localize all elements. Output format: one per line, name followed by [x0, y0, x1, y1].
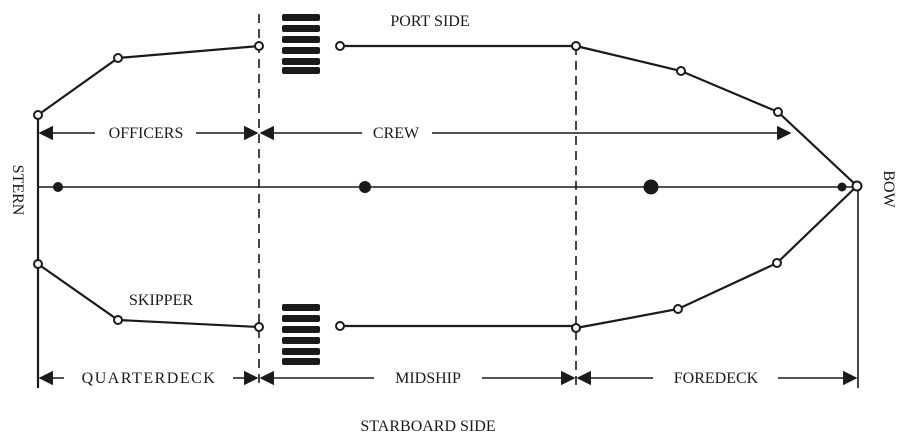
foredeck-label: FOREDECK: [674, 370, 759, 387]
quarterdeck-label: QUARTERDECK: [82, 370, 217, 387]
hull-point: [254, 322, 264, 332]
hull-point: [113, 315, 123, 325]
starboard-gangway-icon: [282, 304, 320, 365]
hull-port-bow-section: [575, 44, 858, 187]
centerline-point-stern: [53, 182, 63, 192]
hull-point: [673, 304, 683, 314]
hull-point: [772, 258, 782, 268]
port-side-label: PORT SIDE: [390, 13, 469, 30]
crew-label: CREW: [373, 125, 420, 142]
hull-point: [773, 107, 783, 117]
bow-label: BOW: [880, 170, 897, 208]
hull-point: [571, 41, 581, 51]
midship-label: MIDSHIP: [395, 370, 461, 387]
officers-label: OFFICERS: [109, 125, 184, 142]
stern-label: STERN: [9, 165, 26, 216]
centerline-point-fore: [643, 179, 659, 195]
centerline-point-mid: [359, 181, 371, 193]
hull-point: [571, 323, 581, 333]
hull-port-stern-section: [37, 44, 260, 116]
starboard-side-label: STARBOARD SIDE: [360, 418, 495, 435]
port-gangway-icon: [282, 14, 320, 74]
hull-point: [33, 110, 43, 120]
hull-point: [335, 321, 345, 331]
hull-point: [676, 66, 686, 76]
hull-point: [254, 41, 264, 51]
hull-point: [113, 53, 123, 63]
hull-point: [335, 41, 345, 51]
hull-point: [851, 180, 863, 192]
centerline-point-bow: [837, 182, 847, 192]
hull-point: [33, 259, 43, 269]
skipper-label: SKIPPER: [129, 292, 193, 309]
hull-starboard-bow-section: [575, 185, 858, 330]
